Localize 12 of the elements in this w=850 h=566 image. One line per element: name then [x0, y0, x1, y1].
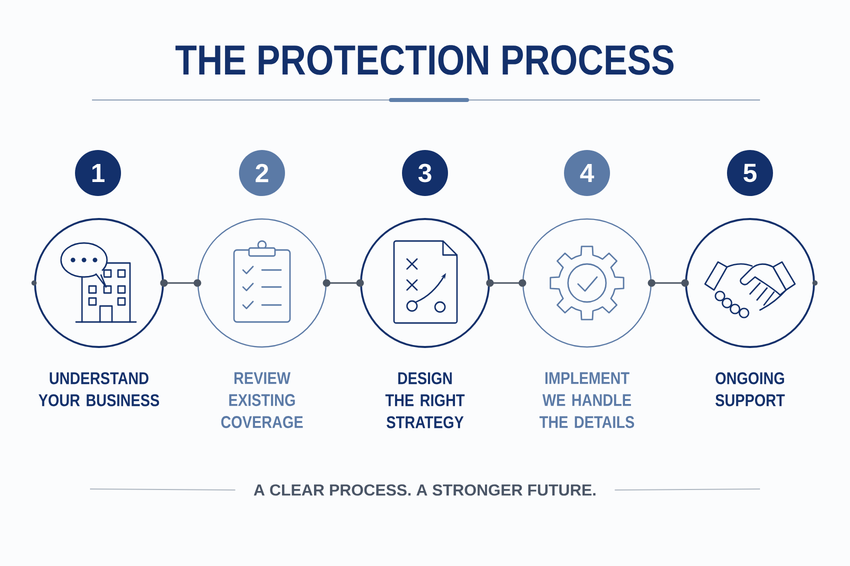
step-caption: IMPLEMENT WE HANDLE THE DETAILS — [540, 372, 634, 428]
number-badge: 4 — [564, 150, 610, 196]
tagline: A CLEAR PROCESS. A STRONGER FUTURE. — [254, 484, 596, 496]
number-badge: 3 — [402, 150, 448, 196]
step-caption: ONGOING SUPPORT — [716, 372, 785, 406]
step-caption: UNDERSTAND YOUR BUSINESS — [38, 372, 160, 406]
title: THE PROTECTION PROCESS — [176, 45, 674, 75]
number-badge: 1 — [75, 150, 121, 196]
step-caption: REVIEW EXISTING COVERAGE — [221, 372, 303, 428]
number-badge: 2 — [239, 150, 285, 196]
step-caption: DESIGN THE RIGHT STRATEGY — [385, 372, 465, 428]
number-badge: 5 — [727, 150, 773, 196]
